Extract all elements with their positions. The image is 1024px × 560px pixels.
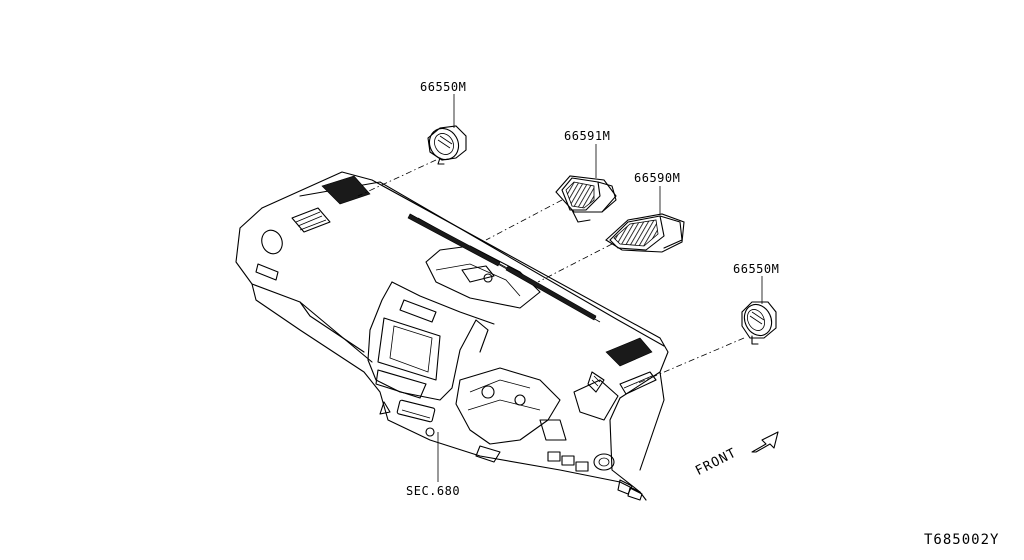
- center-vent-a: [555, 175, 617, 223]
- instrument-panel: [235, 171, 669, 501]
- center-vent-b: [605, 213, 685, 253]
- part-label-66550m-left: 66550M: [420, 80, 467, 94]
- round-vent-left: [427, 125, 467, 165]
- leader-lines: [437, 94, 763, 482]
- figure-code: T685002Y: [924, 532, 1000, 548]
- part-label-66550m-right: 66550M: [733, 262, 780, 276]
- part-label-66590m: 66590M: [634, 171, 681, 185]
- round-vent-right: [741, 301, 777, 345]
- section-reference-label: SEC.680: [406, 484, 461, 498]
- alignment-lines: [357, 159, 745, 385]
- front-direction-arrow: [751, 431, 779, 453]
- part-label-66591m: 66591M: [564, 129, 611, 143]
